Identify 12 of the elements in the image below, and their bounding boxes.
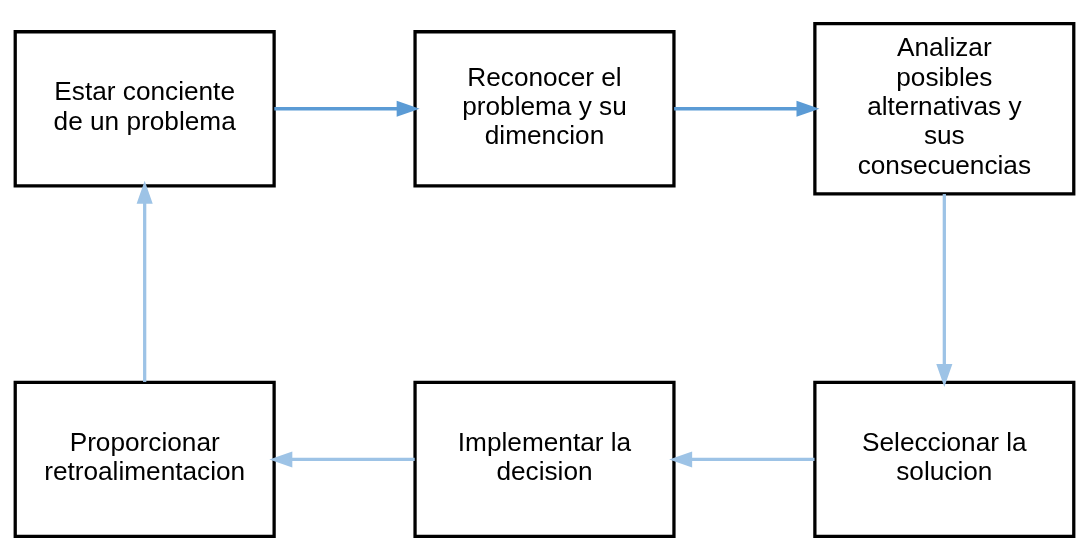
node-box: Seleccionar la solucion: [813, 380, 1076, 539]
arrow: [274, 100, 420, 117]
node-box: Proporcionar retroalimentacion: [13, 380, 276, 539]
arrow: [269, 451, 415, 468]
arrow: [669, 451, 815, 468]
node-box: Reconocer el problema y su dimencion: [413, 30, 676, 188]
arrow: [936, 194, 953, 387]
arrow: [136, 180, 153, 382]
node-box: Estar conciente de un problema: [13, 30, 276, 188]
node-box: Implementar la decision: [413, 380, 676, 539]
node-box: Analizar posibles alternativas y sus consecuencias: [813, 21, 1076, 196]
arrow: [674, 100, 820, 117]
